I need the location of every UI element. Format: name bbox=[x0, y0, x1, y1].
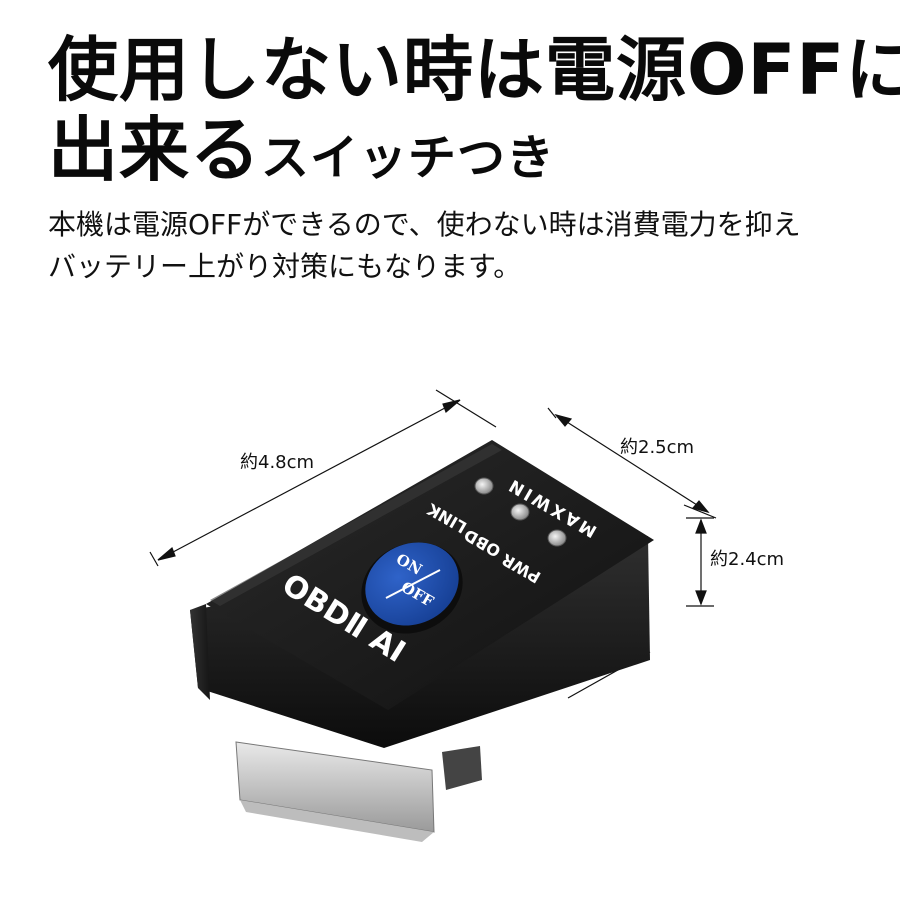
headline-line1: 使用しない時は電源OFFに bbox=[48, 29, 900, 111]
device-front-face bbox=[190, 604, 210, 700]
led-obd-icon bbox=[510, 503, 530, 521]
dimension-lines bbox=[149, 389, 717, 699]
headline-line2-small: スイッチつき bbox=[261, 130, 556, 186]
dimension-width-label: 約2.5cm bbox=[620, 437, 695, 458]
on-off-switch-button[interactable]: ON OFF bbox=[346, 526, 477, 650]
description-line2: バッテリー上がり対策にもなります。 bbox=[48, 250, 522, 283]
headline-line2: 出来るスイッチつき bbox=[48, 108, 555, 200]
headline-line2-large: 出来る bbox=[48, 109, 261, 191]
dimension-length-label: 約4.8cm bbox=[240, 452, 315, 473]
led-indicators bbox=[474, 477, 567, 547]
obd-plug bbox=[235, 741, 482, 842]
led-pwr-icon bbox=[547, 529, 567, 547]
description-line1: 本機は電源OFFができるので、使わない時は消費電力を抑え bbox=[48, 208, 801, 241]
led-link-icon bbox=[474, 477, 494, 495]
dimension-height-label: 約2.4cm bbox=[710, 549, 785, 570]
device-illustration: MAXWIN LINK OBD PWR OBDⅡ AI ON OFF bbox=[149, 389, 717, 842]
